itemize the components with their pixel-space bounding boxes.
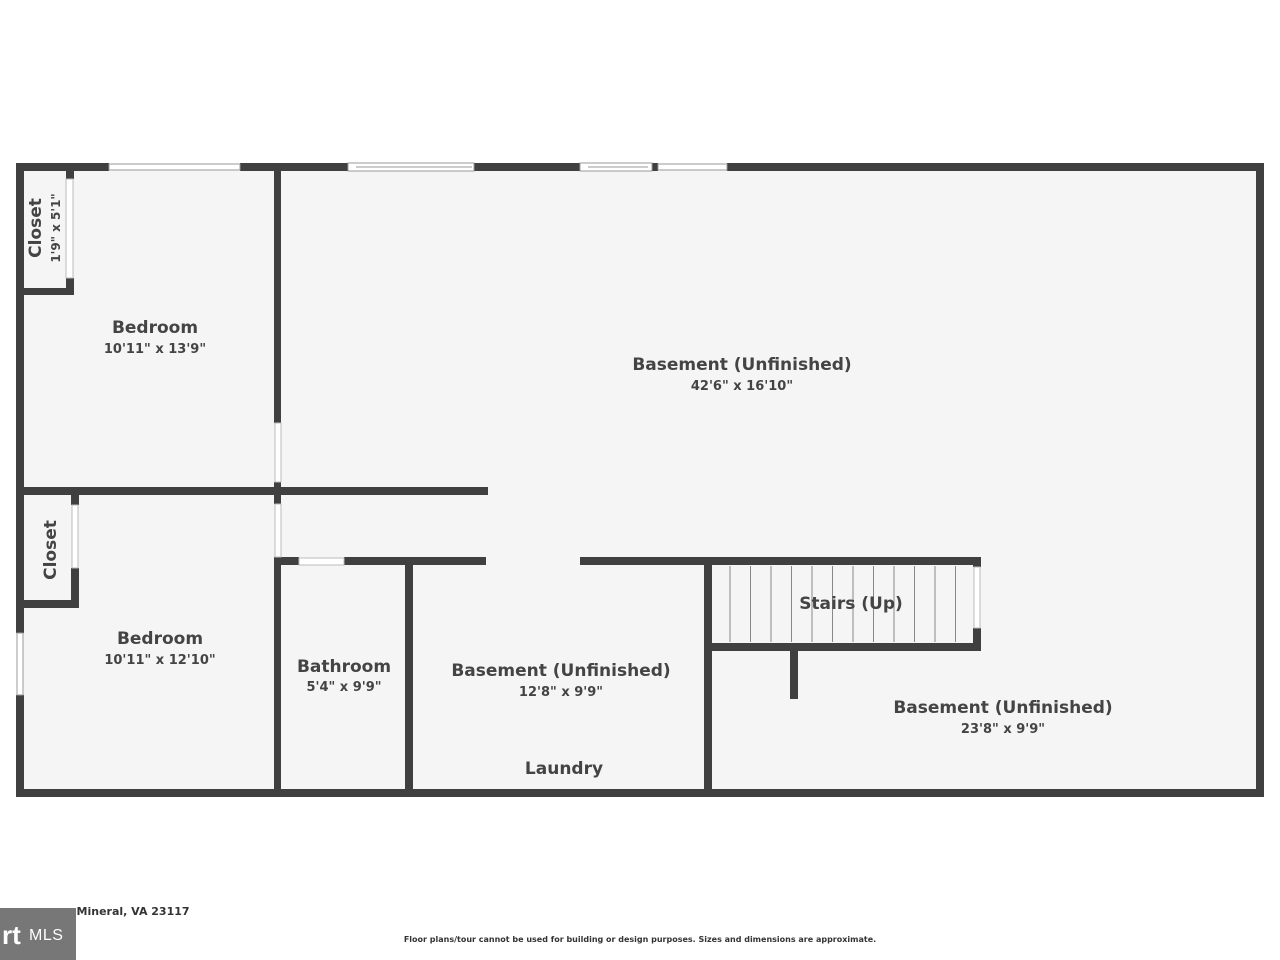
bedroom-1-label: Bedroom [112,318,198,338]
stair-treads [729,566,956,642]
logo-mark: rt [2,920,21,950]
basement-laundry-label: Basement (Unfinished) [451,661,670,681]
outer-walls [16,163,1264,797]
bedroom-2-dims: 10'11" x 12'10" [104,653,215,668]
bathroom-dims: 5'4" x 9'9" [306,680,381,695]
mls-logo: rt MLS [0,908,76,960]
logo-text: MLS [29,927,64,944]
basement-right-label: Basement (Unfinished) [893,698,1112,718]
room-labels: Closet 1'9" x 5'1" Bedroom 10'11" x 13'9… [26,193,1113,779]
windows [16,162,728,696]
interior-openings [65,178,981,629]
closet-1-dims: 1'9" x 5'1" [49,193,63,262]
stairs-label: Stairs (Up) [799,594,903,614]
basement-main-dims: 42'6" x 16'10" [691,379,793,394]
basement-right-dims: 23'8" x 9'9" [961,722,1045,737]
interior-walls [20,171,981,793]
bedroom-1-dims: 10'11" x 13'9" [104,342,206,357]
basement-laundry-dims: 12'8" x 9'9" [519,685,603,700]
bedroom-2-label: Bedroom [117,629,203,649]
closet-1-label: Closet [26,198,46,258]
closet-2-label: Closet [41,520,61,580]
bathroom-label: Bathroom [297,657,391,677]
disclaimer-text: Floor plans/tour cannot be used for buil… [403,935,877,944]
basement-main-label: Basement (Unfinished) [632,355,851,375]
laundry-label: Laundry [525,759,603,779]
property-address: ...Mineral, VA 23117 [64,905,190,918]
floor-area [20,167,1260,793]
